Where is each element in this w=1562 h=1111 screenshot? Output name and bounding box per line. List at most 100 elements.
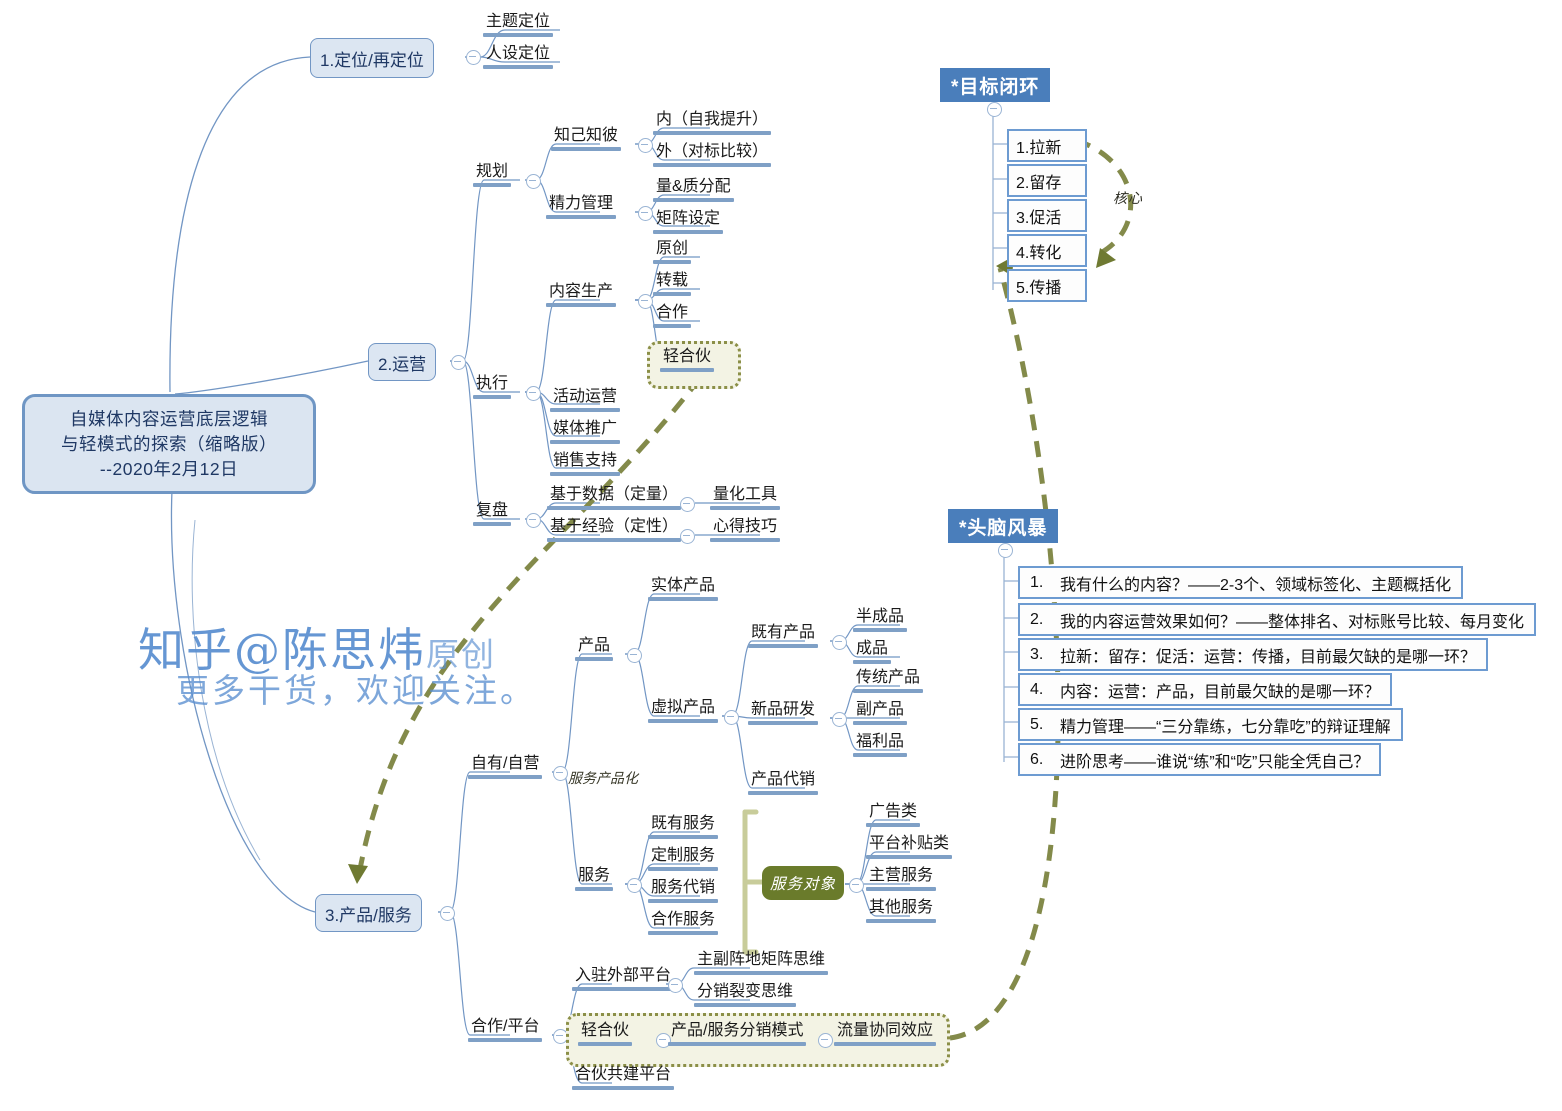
toggle-jingliguanli[interactable] [638,206,653,221]
node-chanpin[interactable]: 产品 [575,636,613,661]
node-qinghehuo-content[interactable]: 轻合伙 [660,347,714,372]
node-fenxiao-moshi[interactable]: 产品/服务分销模式 [668,1021,806,1046]
node-liuliang-xietong[interactable]: 流量协同效应 [834,1021,936,1046]
toggle-xinpinyanfa[interactable] [832,712,847,727]
node-label: 流量协同效应 [837,1022,934,1039]
toggle-fuwu-duixiang[interactable] [849,878,864,893]
node-lianghuagongju[interactable]: 量化工具 [710,485,780,510]
toggle-neirongshengchan[interactable] [638,294,653,309]
toggle-ruzhuwaibupingtai[interactable] [668,978,683,993]
brainstorm-item-2[interactable]: 2. 我的内容运营效果如何？——整体排名、对标账号比较、每月变化 [1018,603,1537,636]
node-xiaoshouzhichi[interactable]: 销售支持 [550,451,620,476]
toggle-chanpin[interactable] [627,648,642,663]
root-line-1: 自媒体内容运营底层逻辑 [70,408,268,429]
node-dingzhifuwu[interactable]: 定制服务 [648,846,718,871]
brainstorm-item-4[interactable]: 4. 内容：运营：产品，目前最欠缺的是哪一环？ [1018,673,1393,706]
node-fupan[interactable]: 复盘 [473,501,511,526]
node-jiyouchanpin[interactable]: 既有产品 [748,623,818,648]
root-node[interactable]: 自媒体内容运营底层逻辑 与轻模式的探索（缩略版） --2020年2月12日 [22,394,316,494]
node-ruzhuwaibupingtai[interactable]: 入驻外部平台 [572,966,674,991]
node-jiyoufuwu[interactable]: 既有服务 [648,814,718,839]
node-pingtaibutielei[interactable]: 平台补贴类 [866,834,952,859]
node-ziyou-ziying[interactable]: 自有/自营 [468,754,542,779]
node-xinpinyanfa[interactable]: 新品研发 [748,700,818,725]
toggle-fuwu[interactable] [627,878,642,893]
node-nei-ziwotisheng[interactable]: 内（自我提升） [653,110,771,135]
node-fuchanpin[interactable]: 副产品 [853,700,907,725]
node-fenxiao-liebiansiwei[interactable]: 分销裂变思维 [694,982,796,1007]
node-fuwudaixiao[interactable]: 服务代销 [648,878,718,903]
brainstorm-item-5[interactable]: 5. 精力管理——“三分靠练，七分靠吃”的辩证理解 [1018,708,1403,741]
node-guanggaolei[interactable]: 广告类 [866,802,920,827]
toggle-branch-2[interactable] [451,355,466,370]
node-label: 复盘 [476,502,509,519]
node-hezuo[interactable]: 合作 [653,303,691,328]
toggle-zhijizhibi[interactable] [638,138,653,153]
node-juzhen-sheding[interactable]: 矩阵设定 [653,209,723,234]
node-zhuti-dingwei[interactable]: 主题定位 [483,12,553,37]
branch-1-positioning[interactable]: 1.定位/再定位 [310,38,434,78]
node-jingliguanli[interactable]: 精力管理 [546,194,616,219]
node-chengpin[interactable]: 成品 [853,639,891,664]
toggle-goal-loop[interactable] [987,102,1002,117]
node-fuwu[interactable]: 服务 [575,866,613,891]
node-hezuofuwu[interactable]: 合作服务 [648,910,718,935]
goal-item-3[interactable]: 3.促活 [1007,199,1087,232]
node-shitichanpin[interactable]: 实体产品 [648,576,718,601]
node-zhufuzhendi-juzhensiwei[interactable]: 主副阵地矩阵思维 [694,950,828,975]
node-fuwu-duixiang[interactable]: 服务对象 [762,866,844,900]
brainstorm-item-6[interactable]: 6. 进阶思考——谁说“练”和“吃”只能全凭自己？ [1018,743,1382,776]
branch-2-operations[interactable]: 2.运营 [368,343,437,381]
brainstorm-item-1[interactable]: 1. 我有什么的内容？——2-3个、领域标签化、主题概括化 [1018,566,1464,599]
toggle-fupan[interactable] [526,513,541,528]
toggle-fenxiao-moshi[interactable] [818,1033,833,1048]
node-neirongshengchan[interactable]: 内容生产 [546,282,616,307]
goal-item-1[interactable]: 1.拉新 [1007,129,1087,162]
node-meitituiguang[interactable]: 媒体推广 [550,419,620,444]
toggle-zhixing[interactable] [526,386,541,401]
node-banchengpin[interactable]: 半成品 [853,607,907,632]
goal-item-5[interactable]: 5.传播 [1007,269,1087,302]
brainstorm-item-3[interactable]: 3. 拉新：留存：促活：运营：传播，目前最欠缺的是哪一环？ [1018,638,1489,671]
goal-item-2[interactable]: 2.留存 [1007,164,1087,197]
node-jiyushuju[interactable]: 基于数据（定量） [547,485,681,510]
toggle-brainstorm[interactable] [998,543,1013,558]
node-label: 基于数据（定量） [550,486,679,503]
toggle-jiyushuju[interactable] [680,497,695,512]
node-chuantongchanpin[interactable]: 传统产品 [853,668,923,693]
goal-item-4[interactable]: 4.转化 [1007,234,1087,267]
toggle-jiyujingyan[interactable] [680,529,695,544]
toggle-jiyouchanpin[interactable] [832,635,847,650]
toggle-ziyou-ziying[interactable] [553,766,568,781]
node-zhijizhibi[interactable]: 知己知彼 [551,126,621,151]
node-yuanchuang[interactable]: 原创 [653,239,691,264]
node-qitafuwu[interactable]: 其他服务 [866,898,936,923]
node-jiyujingyan[interactable]: 基于经验（定性） [547,517,681,542]
toggle-branch-3[interactable] [440,906,455,921]
node-huodongyunying[interactable]: 活动运营 [550,387,620,412]
node-qinghehuo-platform[interactable]: 轻合伙 [578,1021,632,1046]
node-fulipin[interactable]: 福利品 [853,732,907,757]
root-line-2: 与轻模式的探索（缩略版） [61,433,277,454]
node-xindejiqiao[interactable]: 心得技巧 [710,517,780,542]
branch-3-product-service[interactable]: 3.产品/服务 [315,894,422,932]
toggle-branch-1[interactable] [466,50,481,65]
toggle-guihua[interactable] [526,174,541,189]
brainstorm-item-number: 2. [1030,610,1044,628]
watermark-line-2: 更多干货，欢迎关注。 [176,671,536,710]
toggle-xunichanpin[interactable] [724,710,739,725]
node-hehuo-gongjianpingtai[interactable]: 合伙共建平台 [572,1065,674,1090]
node-chanpindaixiao[interactable]: 产品代销 [748,770,818,795]
node-zhuyingfuwu[interactable]: 主营服务 [866,866,936,891]
node-guihua[interactable]: 规划 [473,162,511,187]
node-wai-duibiaobijiao[interactable]: 外（对标比较） [653,142,771,167]
brainstorm-item-text: 拉新：留存：促活：运营：传播，目前最欠缺的是哪一环？ [1060,648,1477,666]
node-liangzhi-fenpei[interactable]: 量&质分配 [653,177,734,202]
node-zhixing[interactable]: 执行 [473,374,511,399]
node-renshe-dingwei[interactable]: 人设定位 [483,44,553,69]
node-hezuo-pingtai[interactable]: 合作/平台 [468,1017,542,1042]
node-xunichanpin[interactable]: 虚拟产品 [648,698,718,723]
node-label: 服务 [578,867,611,884]
node-zhuanzai[interactable]: 转载 [653,271,691,296]
